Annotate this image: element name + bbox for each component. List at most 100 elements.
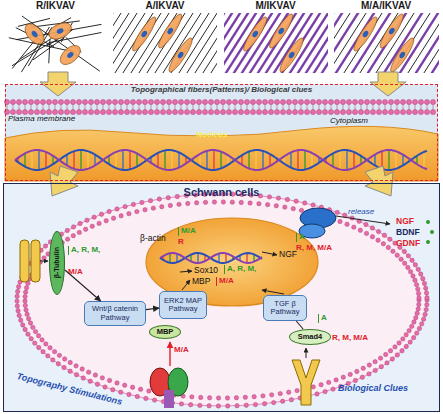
- lipid-head: [367, 363, 371, 367]
- lipid-head: [131, 202, 135, 206]
- lipid-head: [166, 196, 170, 200]
- aligned-fiber: [398, 13, 439, 73]
- lipid-head: [286, 99, 291, 104]
- lipid-tail: [43, 104, 44, 110]
- lipid-head: [425, 296, 429, 300]
- lipid-head: [177, 202, 181, 206]
- lipid-head: [90, 224, 94, 228]
- lipid-head: [135, 394, 139, 398]
- lipid-head: [411, 274, 415, 278]
- lipid-tail: [103, 104, 104, 110]
- lipid-head: [118, 109, 123, 114]
- lipid-head: [411, 335, 415, 339]
- lipid-head: [26, 332, 30, 336]
- cell-body: [351, 15, 380, 53]
- lipid-head: [262, 99, 267, 104]
- lipid-head: [235, 404, 239, 408]
- base-pair: [31, 151, 32, 170]
- lipid-tail: [301, 104, 302, 110]
- lipid-head: [234, 396, 238, 400]
- lipid-head: [216, 396, 220, 400]
- lipid-head: [404, 333, 408, 337]
- lipid-head: [244, 403, 248, 407]
- lipid-head: [378, 356, 382, 360]
- lipid-head: [408, 269, 412, 273]
- schwann-cell: [267, 13, 296, 50]
- lipid-head: [76, 99, 81, 104]
- lipid-head: [262, 401, 266, 405]
- lipid-tail: [217, 104, 218, 110]
- receptor-part: [31, 240, 40, 282]
- aligned-fiber: [264, 13, 306, 73]
- lipid-head: [424, 109, 429, 114]
- lipid-head: [57, 353, 61, 357]
- lipid-head: [364, 109, 369, 114]
- lipid-head: [28, 99, 33, 104]
- lipid-head: [100, 99, 105, 104]
- base-pair: [332, 153, 333, 166]
- lipid-head: [269, 393, 273, 397]
- cell-nucleus: [140, 30, 148, 38]
- lipid-head: [16, 285, 20, 289]
- lipid-head: [142, 109, 147, 114]
- lipid-head: [28, 109, 33, 114]
- node-label: TGF β Pathway: [264, 300, 306, 317]
- base-pair: [255, 150, 256, 170]
- lipid-head: [322, 109, 327, 114]
- lipid-head: [34, 109, 39, 114]
- base-pair: [87, 151, 88, 169]
- lipid-head: [373, 368, 377, 372]
- lipid-head: [364, 222, 368, 226]
- lipid-head: [388, 349, 392, 353]
- lipid-head: [80, 367, 84, 371]
- lipid-head: [68, 360, 72, 364]
- plasma-membrane: [4, 99, 435, 114]
- base-pair: [423, 152, 424, 168]
- lipid-head: [64, 109, 69, 114]
- lipid-tail: [403, 104, 404, 110]
- lipid-head: [17, 313, 21, 317]
- lipid-head: [21, 323, 25, 327]
- lipid-head: [22, 99, 27, 104]
- release-arrow: [336, 216, 390, 224]
- lipid-head: [352, 99, 357, 104]
- lipid-head: [142, 99, 147, 104]
- lipid-tail: [199, 104, 200, 110]
- lipid-tail: [271, 104, 272, 110]
- lipid-head: [388, 99, 393, 104]
- lipid-head: [208, 99, 213, 104]
- base-pair: [374, 155, 375, 166]
- lipid-head: [92, 215, 96, 219]
- lipid-tail: [253, 104, 254, 110]
- lipid-head: [364, 231, 368, 235]
- aligned-fiber: [312, 13, 328, 73]
- lipid-head: [404, 344, 408, 348]
- lipid-head: [421, 276, 425, 280]
- lipid-head: [51, 358, 55, 362]
- lipid-head: [345, 222, 349, 226]
- cell-nucleus: [177, 51, 185, 59]
- cell-nucleus: [277, 27, 285, 35]
- lipid-head: [52, 109, 57, 114]
- lipid-head: [157, 197, 161, 201]
- lipid-tail: [19, 104, 20, 110]
- lipid-head: [430, 99, 435, 104]
- lipid-head: [86, 370, 90, 374]
- node-label: β-Tubulin: [53, 247, 61, 278]
- lipid-tail: [427, 104, 428, 110]
- connector: [65, 270, 101, 301]
- base-pair: [339, 151, 340, 170]
- lipid-head: [348, 372, 352, 376]
- aligned-fiber: [193, 13, 217, 73]
- lipid-head: [143, 208, 147, 212]
- lipid-head: [144, 396, 148, 400]
- lipid-head: [115, 381, 119, 385]
- lipid-head: [175, 194, 179, 198]
- panel-label: A/IKVAV: [145, 0, 184, 11]
- lipid-head: [243, 395, 247, 399]
- cell-body: [388, 36, 417, 73]
- lipid-head: [24, 286, 28, 290]
- cell-nucleus: [56, 27, 64, 34]
- lipid-head: [216, 404, 220, 408]
- lipid-head: [319, 382, 323, 386]
